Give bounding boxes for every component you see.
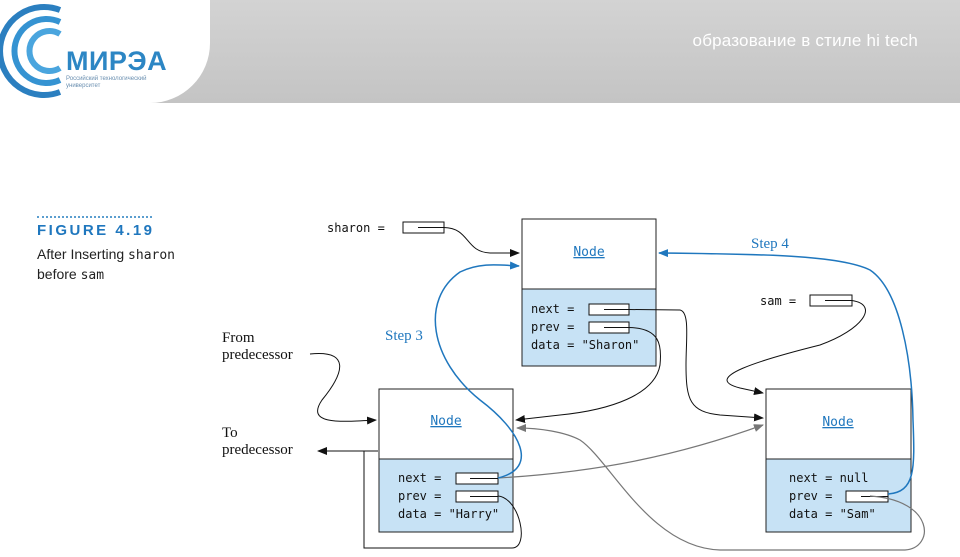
sam-prev-label: prev = xyxy=(789,489,832,503)
sharon-prev-label: prev = xyxy=(531,320,574,334)
caption-divider xyxy=(37,216,152,218)
figure-caption: After Inserting sharon before sam xyxy=(37,245,207,285)
to-label-1: To xyxy=(222,425,238,441)
logo-text: МИРЭА xyxy=(66,46,168,76)
step3-link xyxy=(434,261,522,479)
figure-number: FIGURE 4.19 xyxy=(37,222,155,239)
harry-data-label: data = "Harry" xyxy=(398,507,499,521)
caption-prefix: After Inserting xyxy=(37,246,129,262)
sam-next-label: next = null xyxy=(789,471,868,485)
sam-variable: sam = xyxy=(760,294,853,308)
from-predecessor-arrow xyxy=(309,353,377,425)
to-label-2: predecessor xyxy=(222,442,293,458)
harry-next-label: next = xyxy=(398,471,441,485)
sharon-prev-link xyxy=(515,327,661,423)
logo-area xyxy=(0,0,210,103)
slogan: образование в стиле hi tech xyxy=(692,31,918,50)
node-sam: Node next = null prev = data = "Sam" xyxy=(765,388,912,533)
sam-var-label: sam = xyxy=(760,294,796,308)
sharon-next-label: next = xyxy=(531,302,574,316)
sharon-var-arrow xyxy=(443,227,520,257)
sam-data-label: data = "Sam" xyxy=(789,507,876,521)
caption-var-sam: sam xyxy=(80,268,105,283)
old-harry-next-link xyxy=(497,424,764,479)
step3-label: Step 3 xyxy=(385,328,423,344)
node-title: Node xyxy=(822,415,853,430)
from-label-1: From xyxy=(222,330,255,346)
node-harry: Node next = prev = data = "Harry" xyxy=(378,388,514,533)
harry-prev-link xyxy=(363,450,522,549)
node-title: Node xyxy=(430,414,461,429)
step4-label: Step 4 xyxy=(751,236,789,252)
step4-link xyxy=(658,249,915,495)
mirea-logo-icon xyxy=(0,4,62,98)
sharon-variable: sharon = xyxy=(327,221,445,235)
node-sharon: Node next = prev = data = "Sharon" xyxy=(521,218,657,367)
harry-prev-label: prev = xyxy=(398,489,441,503)
sharon-next-link xyxy=(628,309,764,422)
node-title: Node xyxy=(573,245,604,260)
caption-var-sharon: sharon xyxy=(128,248,176,263)
old-sam-prev-link xyxy=(516,424,925,551)
sharon-data-label: data = "Sharon" xyxy=(531,338,639,352)
sharon-var-label: sharon = xyxy=(327,221,385,235)
header-bar: МИРЭА Российский технологический универс… xyxy=(0,0,960,103)
logo-subtitle: Российский технологический университет xyxy=(66,76,147,89)
caption-mid: before xyxy=(37,266,81,282)
from-label-2: predecessor xyxy=(222,347,293,363)
sam-var-arrow xyxy=(726,300,866,395)
